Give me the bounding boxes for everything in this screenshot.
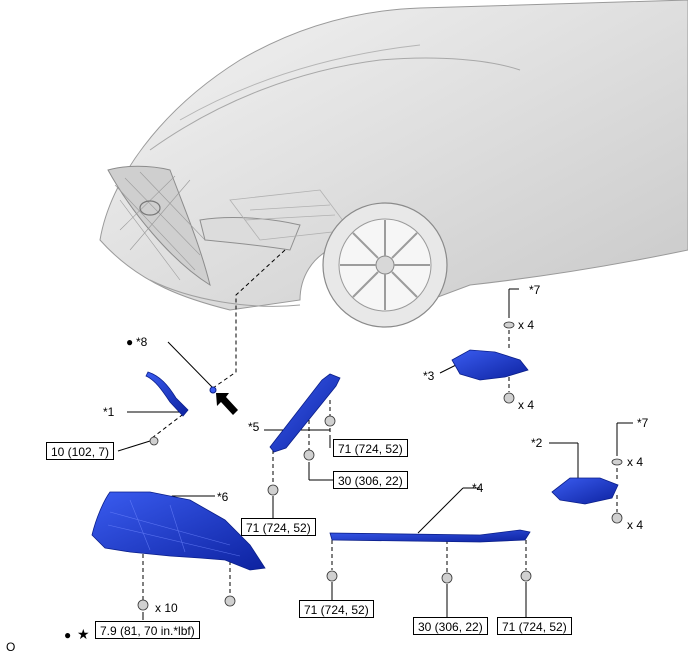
bolt-icon — [326, 570, 338, 582]
bolt-icon — [149, 436, 159, 446]
callout-4: *4 — [472, 481, 484, 495]
part-undercover-6 — [91, 491, 266, 571]
part-cover-3 — [451, 349, 529, 381]
quantity-washers-3: x 4 — [518, 318, 535, 332]
vehicle-illustration — [99, 0, 688, 311]
quantity-clips-3: x 4 — [518, 398, 535, 412]
star-icon: ★ — [77, 626, 90, 642]
callout-7-upper: *7 — [529, 283, 541, 297]
quantity-clips-2: x 4 — [627, 518, 644, 532]
view-direction-arrow-icon — [216, 393, 238, 415]
torque-box-rail-mid: 30 (306, 22) — [413, 617, 488, 635]
quantity-washers-2: x 4 — [627, 455, 644, 469]
bolt-icon — [303, 449, 315, 461]
fasteners — [137, 321, 623, 611]
part-long-rail-4 — [329, 529, 531, 543]
part-brace-5 — [269, 373, 341, 453]
callout-2: *2 — [531, 436, 543, 450]
washer-icon — [611, 458, 623, 466]
clip-icon — [611, 512, 623, 524]
clip-icon — [503, 392, 515, 404]
part-cover-2 — [551, 477, 619, 505]
wheel-illustration — [322, 202, 448, 328]
torque-box-rail-right: 71 (724, 52) — [497, 617, 572, 635]
torque-box-bracket-1: 10 (102, 7) — [46, 442, 115, 460]
torque-box-brace-mid: 30 (306, 22) — [333, 471, 408, 489]
bolt-icon — [520, 570, 532, 582]
quantity-bolts-6: x 10 — [155, 601, 178, 615]
corner-marker: O — [6, 640, 16, 654]
torque-box-rail-left: 71 (724, 52) — [299, 600, 374, 618]
bolt-icon — [137, 599, 149, 611]
callout-5: *5 — [248, 420, 260, 434]
bolt-icon — [224, 595, 236, 607]
bullet-icon: ● — [64, 628, 72, 642]
callout-3: *3 — [423, 369, 435, 383]
callout-7-lower: *7 — [637, 416, 649, 430]
bolt-icon — [324, 415, 336, 427]
bolt-icon — [441, 572, 453, 584]
bolt-icon — [267, 484, 279, 496]
callout-1: *1 — [103, 405, 115, 419]
callout-bullet-icon: ● — [126, 335, 134, 349]
torque-box-brace-upper: 71 (724, 52) — [333, 439, 408, 457]
torque-box-undercover: 7.9 (81, 70 in.*lbf) — [95, 621, 200, 639]
part-bracket-1 — [145, 371, 217, 417]
callout-8: *8 — [136, 335, 148, 349]
torque-box-brace-lower: 71 (724, 52) — [241, 518, 316, 536]
washer-icon — [503, 321, 515, 329]
callout-6: *6 — [217, 490, 229, 504]
